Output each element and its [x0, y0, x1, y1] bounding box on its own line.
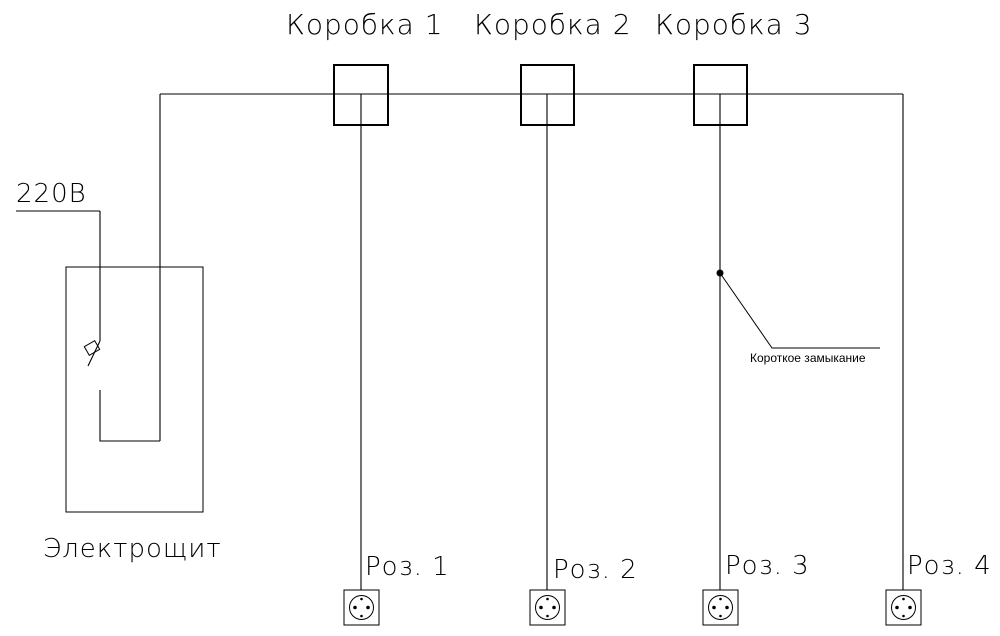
fault-leader-line: [719, 272, 880, 349]
socket-3-label: Роз. 3: [725, 551, 810, 581]
breaker-output-wire: [99, 390, 160, 442]
fault-label: Короткое замыкание: [750, 351, 866, 365]
socket-1-icon: [343, 589, 380, 626]
supply-label: 220В: [16, 179, 87, 209]
box-2-label: Коробка 2: [474, 8, 632, 41]
panel-label: Электрощит: [43, 534, 222, 564]
socket-4-label: Роз. 4: [907, 551, 992, 581]
socket-2-label: Роз. 2: [553, 555, 638, 585]
breaker-icon: [83, 339, 101, 367]
socket-3-icon: [702, 589, 739, 626]
socket-2-icon: [529, 589, 566, 626]
socket-1-label: Роз. 1: [365, 552, 450, 582]
electrical-panel: [65, 266, 204, 513]
box-3-label: Коробка 3: [655, 8, 813, 41]
socket-4-icon: [885, 589, 922, 626]
box-1-label: Коробка 1: [286, 8, 444, 41]
